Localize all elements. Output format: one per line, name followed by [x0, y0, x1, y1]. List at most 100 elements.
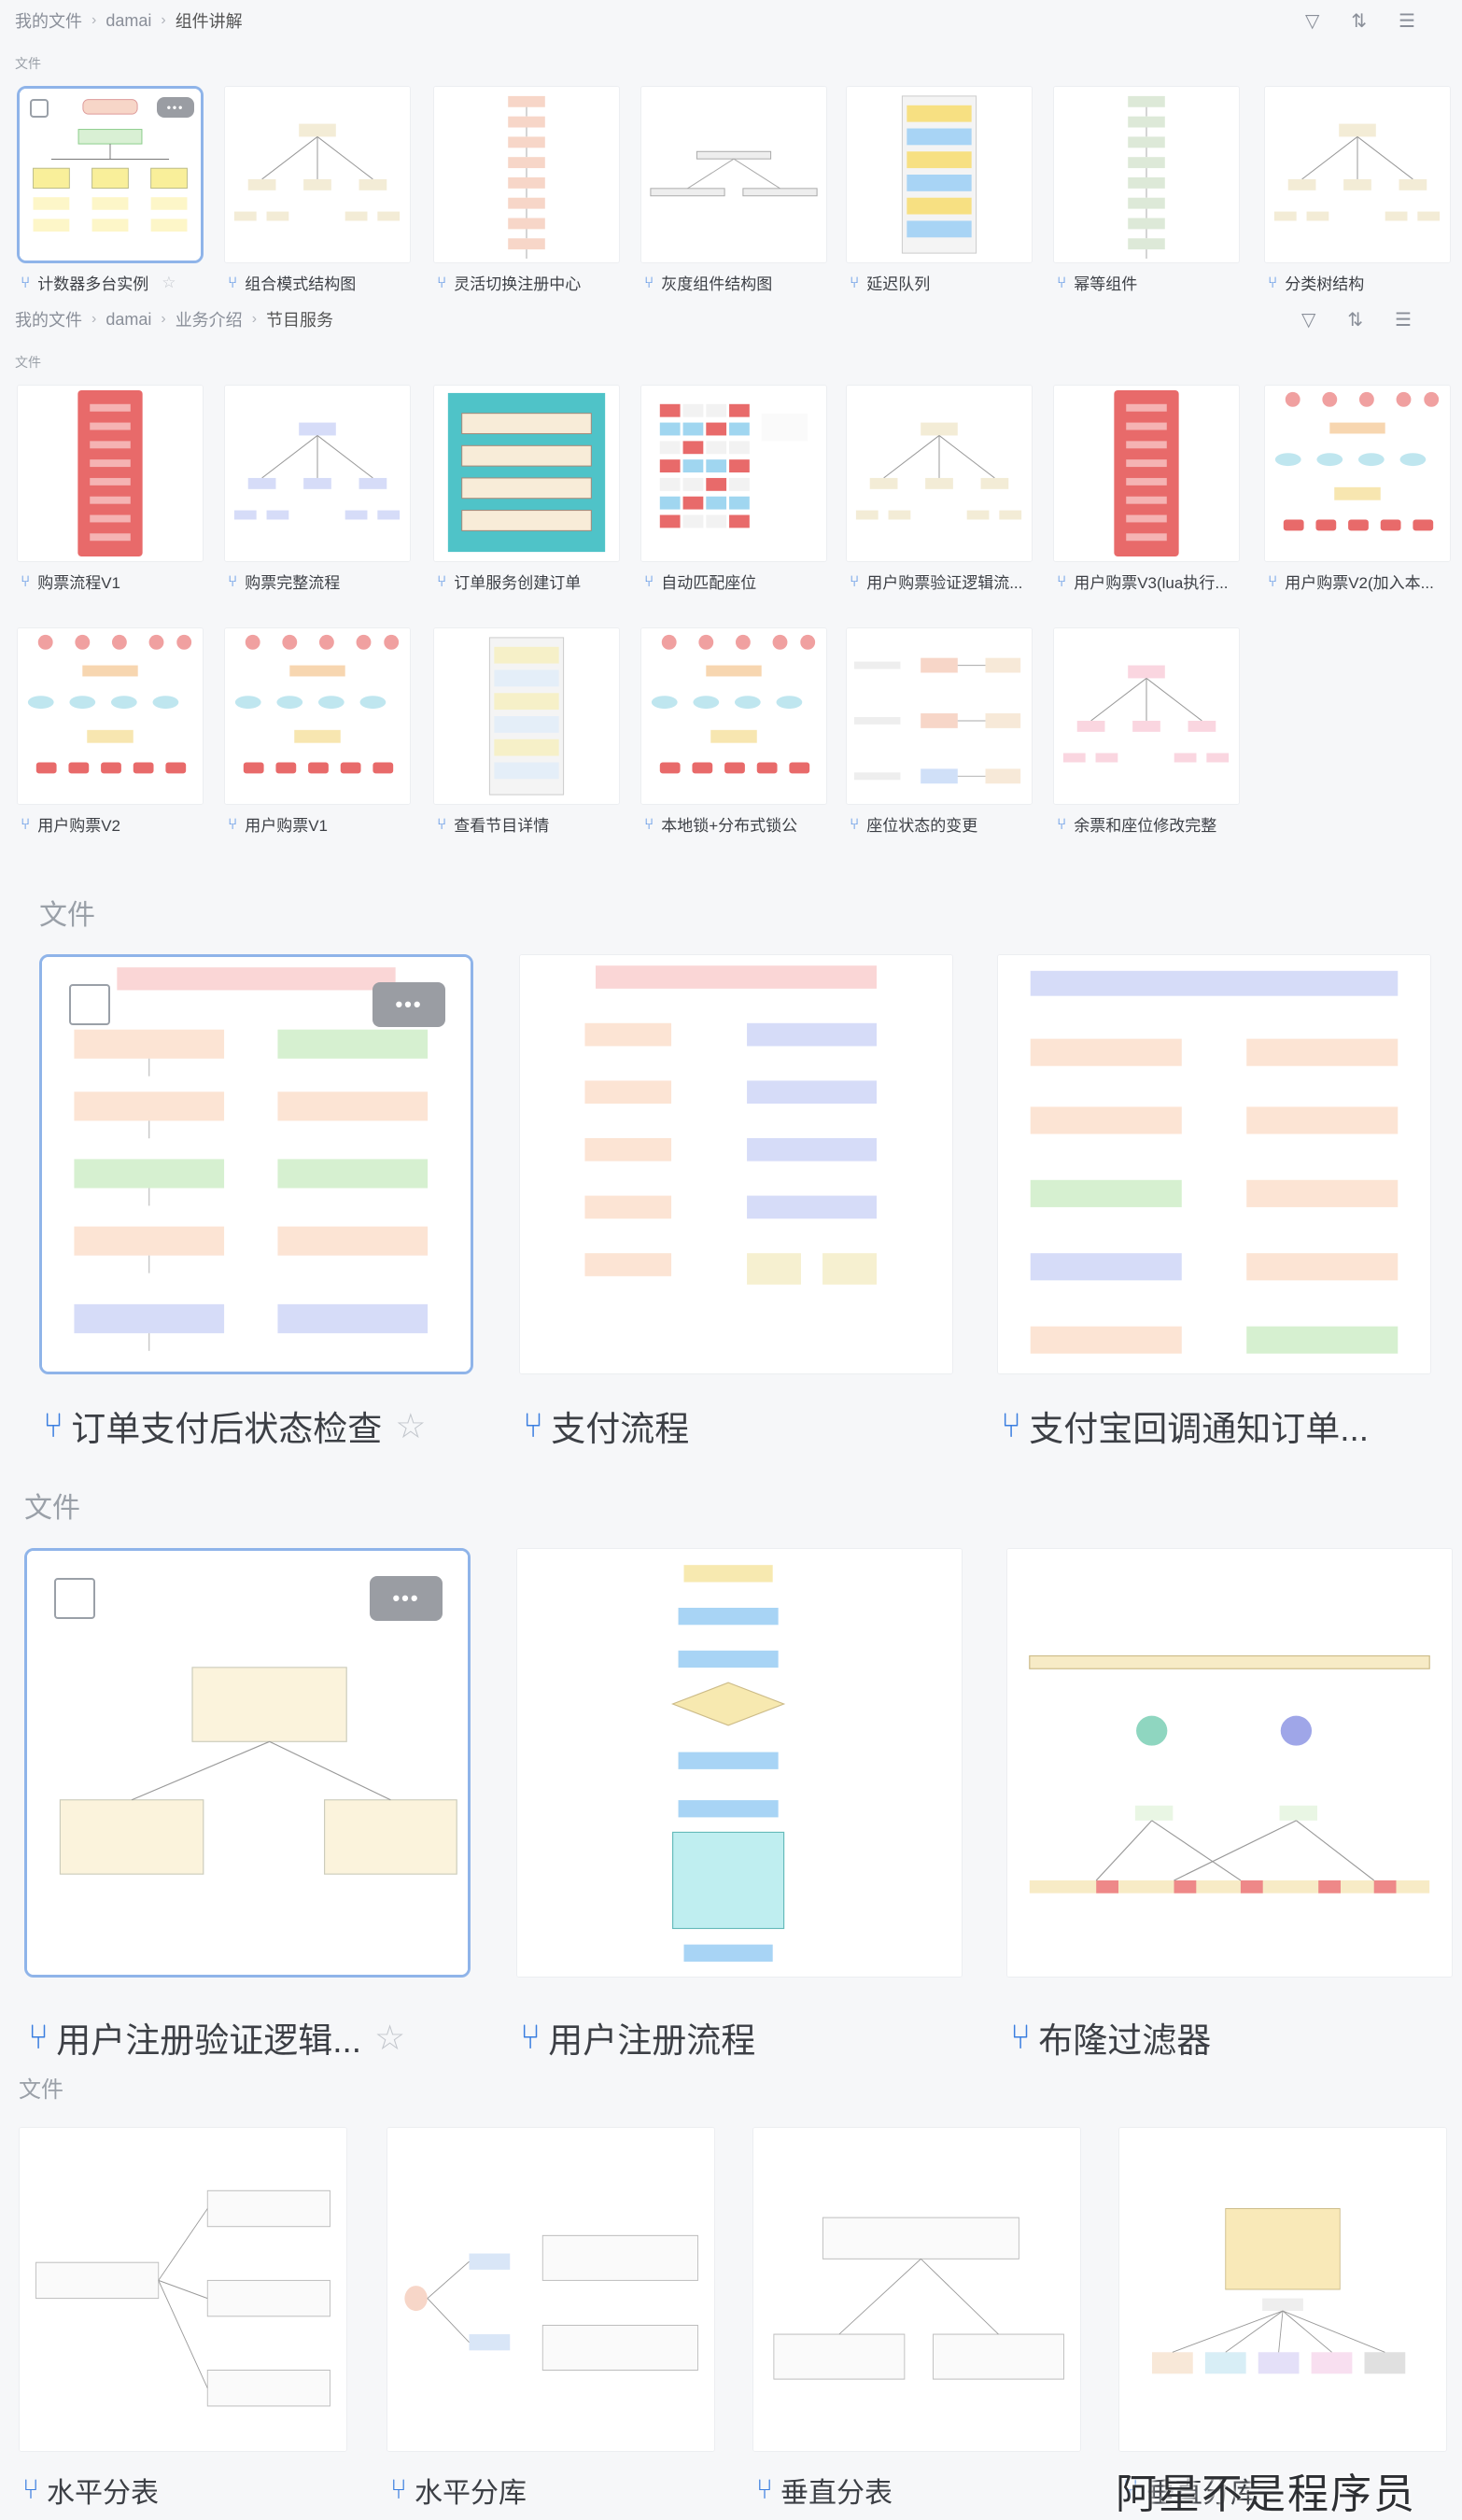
file-card[interactable]	[1053, 385, 1240, 562]
sort-icon[interactable]: ⇅	[1347, 310, 1364, 331]
file-name[interactable]: ⑂用户购票V2(加入本...	[1268, 570, 1434, 593]
file-name-label: 查看节目详情	[454, 817, 550, 835]
file-card[interactable]	[997, 954, 1431, 1374]
file-name[interactable]: ⑂计数器多台实例☆	[21, 271, 176, 294]
flowchart-file-icon: ⑂	[850, 273, 860, 291]
file-name[interactable]: ⑂用户注册验证逻辑... ☆	[28, 2012, 405, 2062]
file-card[interactable]	[1053, 86, 1240, 263]
star-icon[interactable]: ☆	[162, 273, 176, 291]
chevron-right-icon: ›	[161, 12, 166, 28]
flowchart-file-icon: ⑂	[1001, 1406, 1022, 1444]
file-card[interactable]	[19, 2127, 347, 2452]
select-checkbox[interactable]	[54, 1578, 95, 1619]
file-card[interactable]	[640, 385, 827, 562]
file-card[interactable]	[224, 385, 411, 562]
file-card[interactable]	[1053, 627, 1240, 805]
file-name[interactable]: ⑂用户购票V3(lua执行...	[1057, 570, 1229, 593]
toolbar: ▽ ⇅ ☰	[1305, 9, 1415, 33]
file-name[interactable]: ⑂用户注册流程	[520, 2012, 755, 2062]
file-name[interactable]: ⑂本地锁+分布式锁公	[644, 812, 797, 836]
star-icon[interactable]: ☆	[374, 2018, 406, 2057]
file-card[interactable]	[224, 627, 411, 805]
file-name[interactable]: ⑂水平分库	[390, 2470, 527, 2511]
chevron-right-icon: ›	[161, 311, 166, 327]
select-checkbox[interactable]	[69, 984, 110, 1025]
file-name[interactable]: ⑂布隆过滤器	[1010, 2012, 1211, 2062]
file-card[interactable]	[17, 627, 204, 805]
list-menu-icon[interactable]: ☰	[1395, 310, 1413, 331]
file-name[interactable]: ⑂组合模式结构图	[228, 271, 356, 294]
flowchart-file-icon: ⑂	[437, 571, 447, 590]
file-card[interactable]	[640, 86, 827, 263]
file-name[interactable]: ⑂订单服务创建订单	[437, 570, 581, 593]
file-name[interactable]: ⑂支付宝回调通知订单...	[1001, 1401, 1369, 1451]
file-name[interactable]: ⑂查看节目详情	[437, 812, 549, 836]
flowchart-file-icon: ⑂	[1268, 571, 1278, 590]
file-name[interactable]: ⑂用户购票V2	[21, 812, 120, 836]
sort-icon[interactable]: ⇅	[1351, 11, 1368, 32]
file-name[interactable]: ⑂订单支付后状态检查☆	[43, 1401, 426, 1451]
section-label: 文件	[24, 1493, 80, 1524]
file-name-label: 垂直分库	[1146, 2478, 1258, 2509]
file-name[interactable]: ⑂购票完整流程	[228, 570, 340, 593]
file-card[interactable]	[752, 2127, 1081, 2452]
file-card[interactable]	[433, 627, 620, 805]
file-name[interactable]: ⑂用户购票V1	[228, 812, 328, 836]
file-card[interactable]	[39, 954, 473, 1374]
file-name[interactable]: ⑂幂等组件	[1057, 271, 1137, 294]
file-name-label: 用户注册验证逻辑...	[56, 2021, 362, 2060]
more-options-button[interactable]: •••	[157, 97, 194, 118]
file-name[interactable]: ⑂垂直分库	[1122, 2470, 1258, 2511]
select-checkbox[interactable]	[30, 99, 49, 118]
breadcrumb-folder[interactable]: damai	[105, 10, 152, 30]
file-name-label: 计数器多台实例	[37, 275, 149, 293]
file-card[interactable]	[387, 2127, 715, 2452]
file-card[interactable]	[516, 1548, 963, 1978]
breadcrumb-root[interactable]: 我的文件	[15, 311, 82, 330]
filter-icon[interactable]: ▽	[1301, 310, 1316, 331]
flowchart-file-icon: ⑂	[644, 571, 654, 590]
file-name[interactable]: ⑂自动匹配座位	[644, 570, 756, 593]
flowchart-file-icon: ⑂	[43, 1406, 64, 1444]
file-name[interactable]: ⑂ 座位状态的变更	[850, 812, 977, 836]
flowchart-file-icon: ⑂	[644, 273, 654, 291]
file-name[interactable]: ⑂灰度组件结构图	[644, 271, 772, 294]
file-name-label: 余票和座位修改完整	[1074, 817, 1217, 835]
flowchart-file-icon: ⑂	[28, 2018, 49, 2056]
file-name-label: 座位状态的变更	[866, 817, 978, 835]
file-card[interactable]	[1264, 385, 1451, 562]
file-name[interactable]: ⑂垂直分表	[756, 2470, 893, 2511]
file-card[interactable]	[846, 86, 1033, 263]
more-options-button[interactable]: •••	[373, 982, 445, 1027]
file-card[interactable]	[1264, 86, 1451, 263]
file-card[interactable]	[519, 954, 953, 1374]
file-card[interactable]	[224, 86, 411, 263]
file-card[interactable]	[17, 385, 204, 562]
toolbar: ▽ ⇅ ☰	[1301, 308, 1412, 331]
file-name[interactable]: ⑂用户购票验证逻辑流...	[850, 570, 1022, 593]
file-name[interactable]: ⑂购票流程V1	[21, 570, 120, 593]
list-menu-icon[interactable]: ☰	[1399, 11, 1416, 32]
breadcrumb-folder[interactable]: damai	[105, 309, 152, 329]
breadcrumb-folder[interactable]: 业务介绍	[175, 311, 243, 330]
flowchart-file-icon: ⑂	[850, 814, 860, 833]
file-card[interactable]	[433, 385, 620, 562]
file-name[interactable]: ⑂延迟队列	[850, 271, 930, 294]
file-card[interactable]	[846, 385, 1033, 562]
file-card[interactable]	[1118, 2127, 1447, 2452]
breadcrumb-root[interactable]: 我的文件	[15, 12, 82, 31]
file-card[interactable]	[846, 627, 1033, 805]
section-label: 文件	[39, 900, 95, 931]
file-card[interactable]	[1006, 1548, 1453, 1978]
file-card[interactable]	[24, 1548, 471, 1978]
file-name[interactable]: ⑂余票和座位修改完整	[1057, 812, 1216, 836]
file-name[interactable]: ⑂支付流程	[523, 1401, 689, 1451]
more-options-button[interactable]: •••	[370, 1576, 443, 1621]
filter-icon[interactable]: ▽	[1305, 11, 1320, 32]
file-name[interactable]: ⑂水平分表	[22, 2470, 159, 2511]
file-name[interactable]: ⑂分类树结构	[1268, 271, 1364, 294]
file-card[interactable]	[640, 627, 827, 805]
star-icon[interactable]: ☆	[395, 1406, 427, 1445]
file-card[interactable]	[433, 86, 620, 263]
file-name[interactable]: ⑂灵活切换注册中心	[437, 271, 581, 294]
